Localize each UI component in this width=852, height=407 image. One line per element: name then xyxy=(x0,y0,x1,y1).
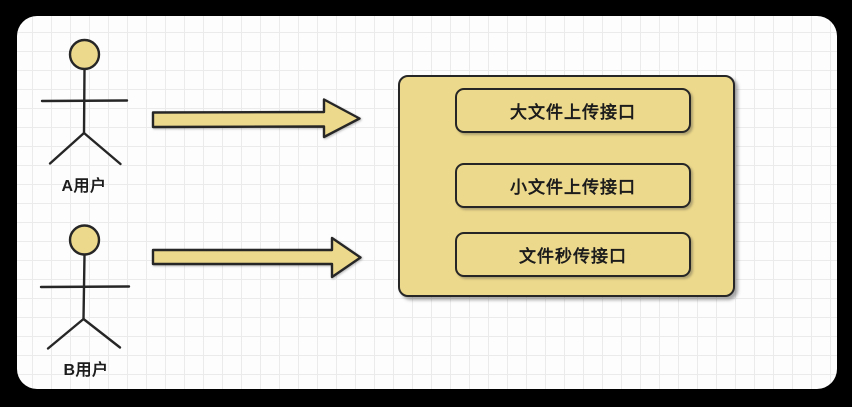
actor-a-label: A用户 xyxy=(61,178,107,195)
api-box-label: 小文件上传接口 xyxy=(510,178,636,197)
api-box-label: 文件秒传接口 xyxy=(519,247,627,266)
api-box-small-file-upload: 小文件上传接口 xyxy=(455,163,691,208)
actor-b-label: B用户 xyxy=(63,362,109,379)
api-box-label: 大文件上传接口 xyxy=(510,103,636,122)
api-box-large-file-upload: 大文件上传接口 xyxy=(455,88,691,133)
api-box-instant-file-transfer: 文件秒传接口 xyxy=(455,232,691,277)
